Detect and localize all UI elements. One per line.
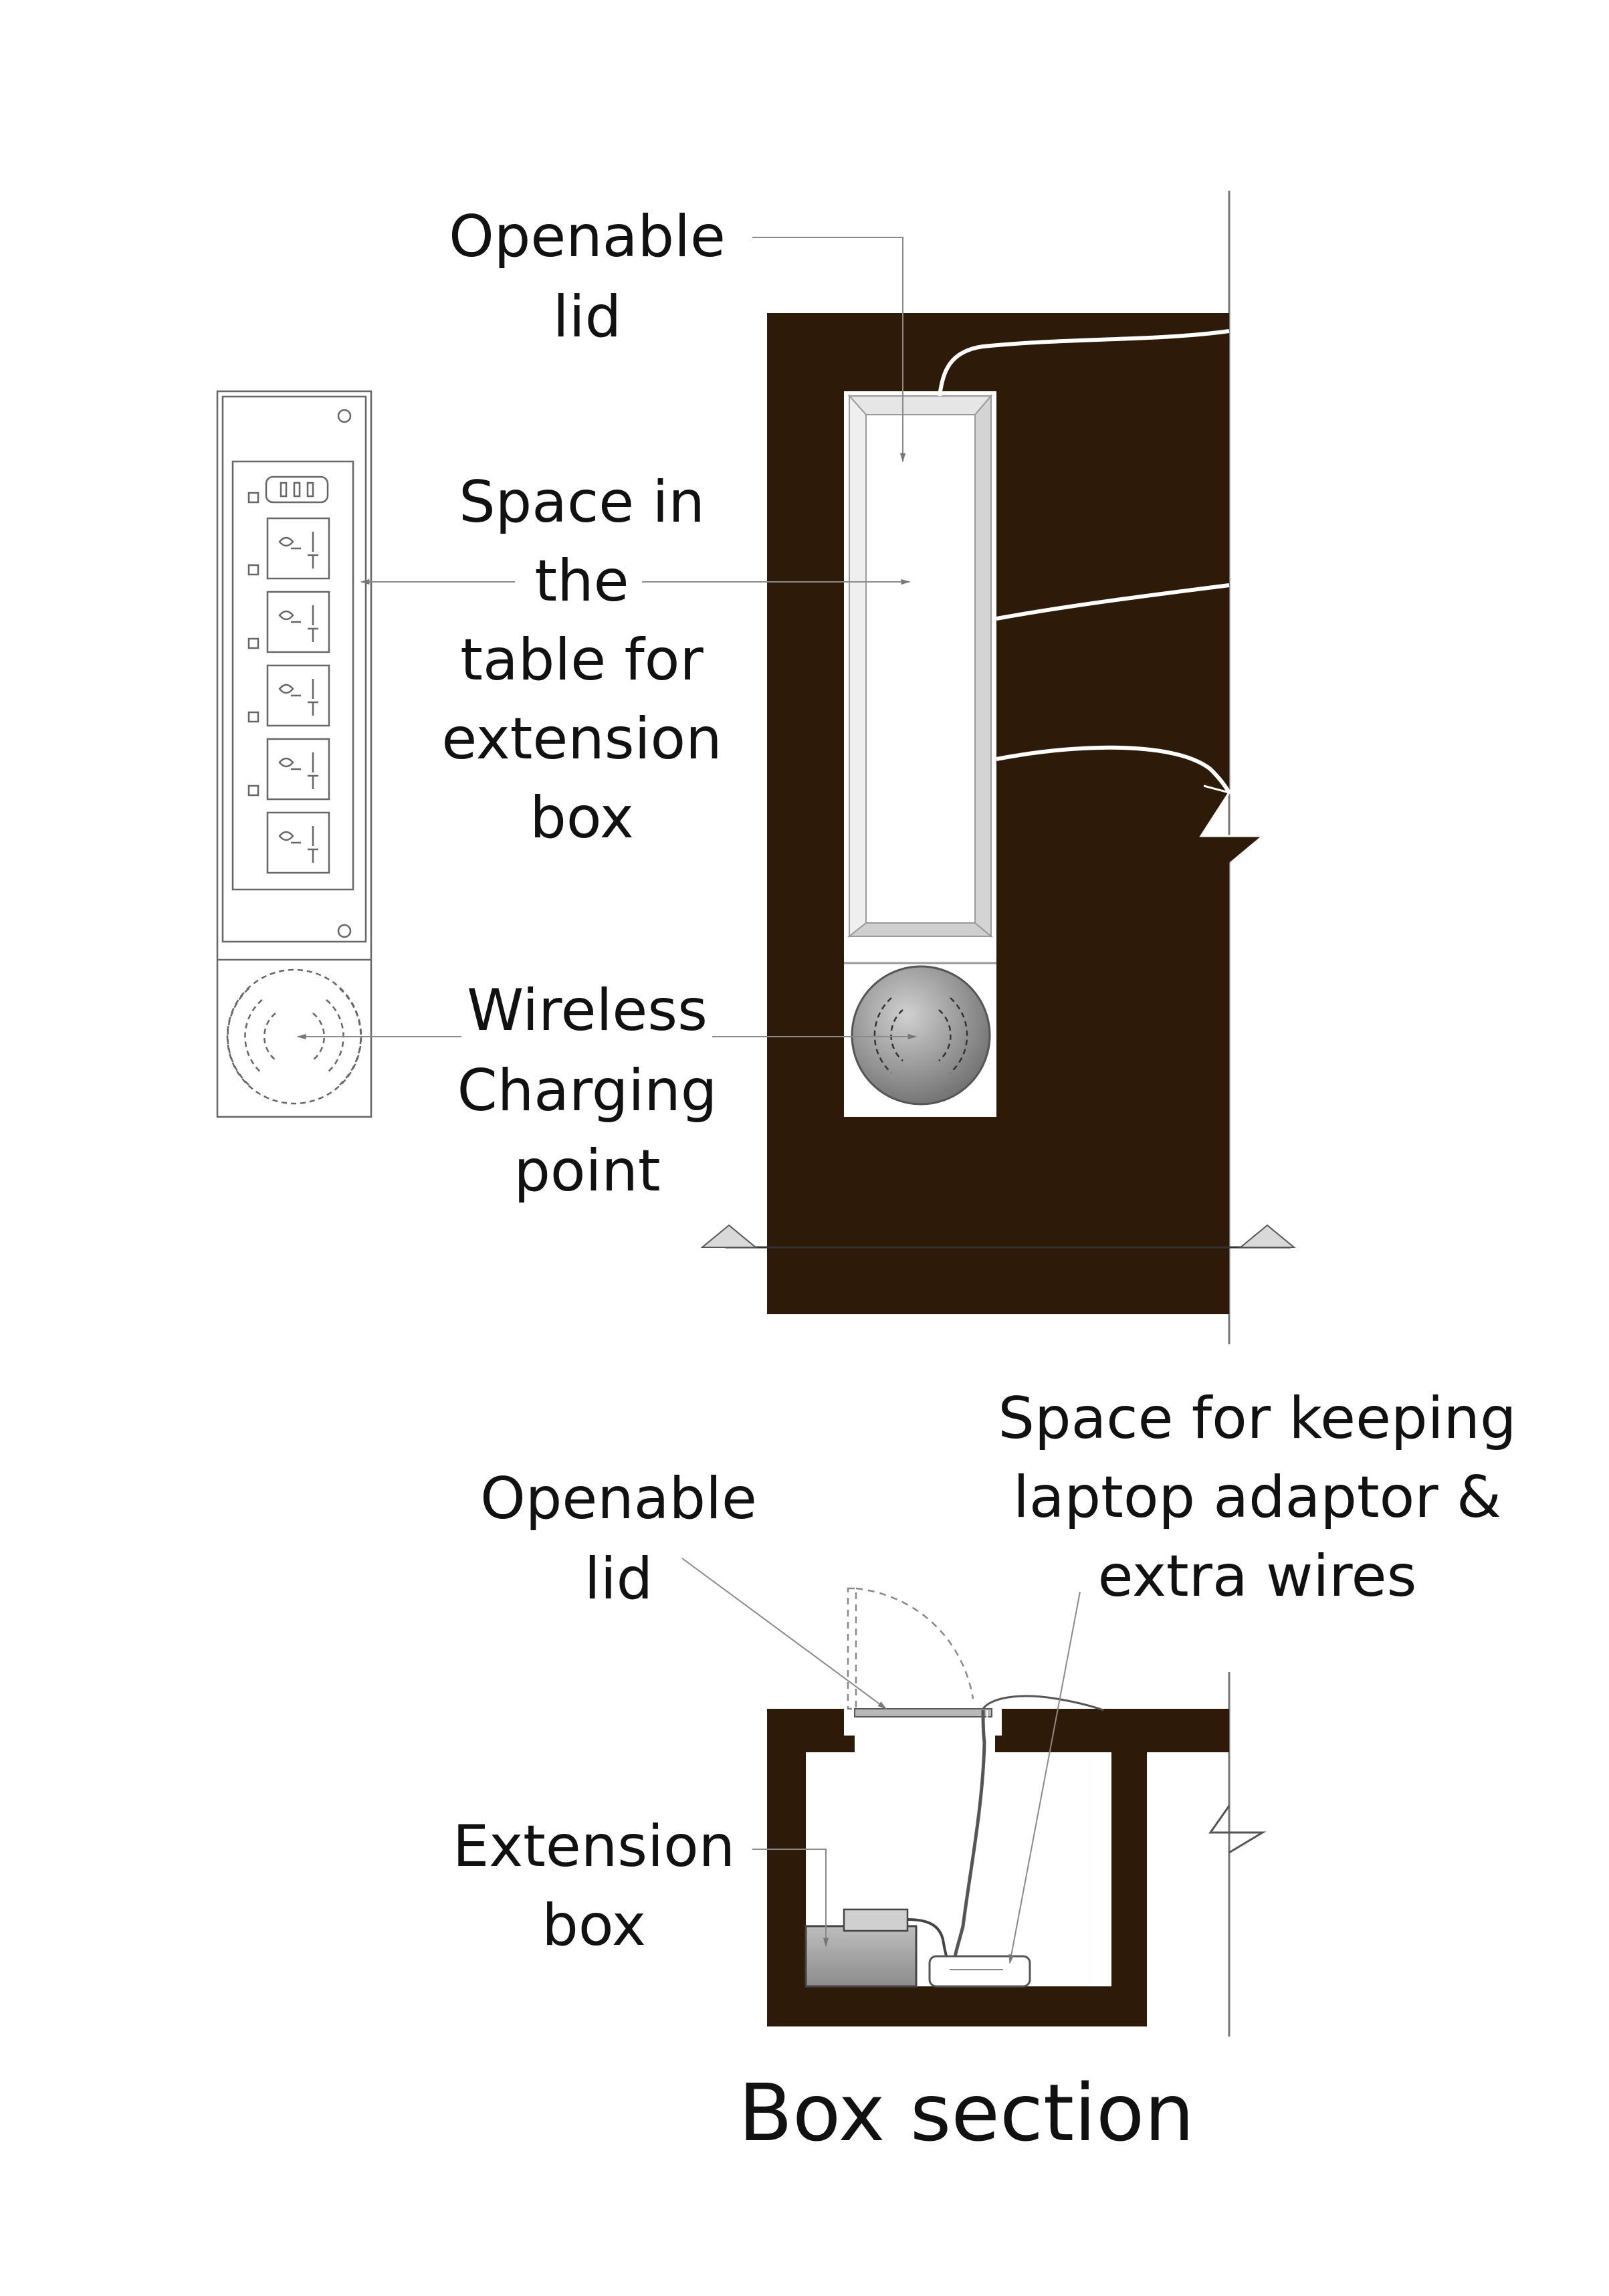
label-line: extension (441, 706, 722, 772)
label-line: table for (460, 627, 704, 694)
label-line: box (542, 1892, 645, 1959)
wire-inside (952, 1709, 986, 1988)
label-line: lid (553, 284, 621, 350)
label-line: Extension (453, 1813, 735, 1880)
label-line: laptop adaptor & (1013, 1464, 1501, 1531)
label-line: Space in (459, 469, 705, 536)
box-section (767, 1587, 1267, 2037)
label-extension-box: Extension box (453, 1813, 735, 1959)
table-plan (700, 191, 1296, 1344)
label-line: Space for keeping (998, 1385, 1516, 1452)
table-top-plan (767, 313, 1261, 1314)
label-line: Openable (480, 1465, 757, 1532)
label-wireless-charging: Wireless Charging point (457, 977, 718, 1205)
label-line: the (534, 548, 629, 615)
socket-1 (247, 492, 330, 580)
socket-4 (247, 711, 330, 801)
wire-top (982, 1695, 1104, 1711)
section-cut-triangle-icon (700, 1224, 758, 1248)
label-line: Charging (457, 1057, 718, 1124)
extension-box-section (804, 1925, 918, 1988)
label-line: extra wires (1098, 1543, 1417, 1610)
socket-3 (247, 637, 330, 727)
label-space-in-table: Space in the table for extension box (441, 469, 722, 851)
section-cut-triangle-icon (1239, 1224, 1296, 1248)
box-section-cut (767, 1709, 1229, 2026)
extension-box-elevation (216, 390, 372, 1118)
usb-ports-icon (265, 476, 329, 504)
label-line: point (514, 1138, 660, 1205)
openable-lid (854, 1708, 992, 1717)
break-line-icon (1199, 785, 1261, 837)
socket-panel (231, 460, 354, 891)
wires-plan (938, 329, 1231, 794)
label-line: Openable (449, 203, 726, 270)
box-section-title: Box section (738, 2067, 1194, 2159)
label-line: lid (584, 1546, 653, 1612)
label-openable-lid-top: Openable lid (449, 203, 726, 350)
plug-head (843, 1908, 909, 1932)
lid-swing-path (847, 1587, 974, 1710)
socket-2 (247, 564, 330, 653)
laptop-adaptor (928, 1955, 1031, 1988)
socket-5 (247, 785, 330, 874)
label-line: box (530, 785, 633, 851)
break-line-icon (1208, 1805, 1267, 1854)
label-line: Wireless (467, 977, 708, 1044)
label-space-for-keeping: Space for keeping laptop adaptor & extra… (998, 1385, 1516, 1610)
wireless-charger-puck (851, 965, 991, 1106)
extension-box-outline (216, 390, 372, 1118)
extension-box-opening (844, 391, 996, 1117)
wireless-rings-icon (873, 997, 968, 1073)
leader-lines (296, 237, 1081, 1964)
label-openable-lid-section: Openable lid (480, 1465, 757, 1612)
